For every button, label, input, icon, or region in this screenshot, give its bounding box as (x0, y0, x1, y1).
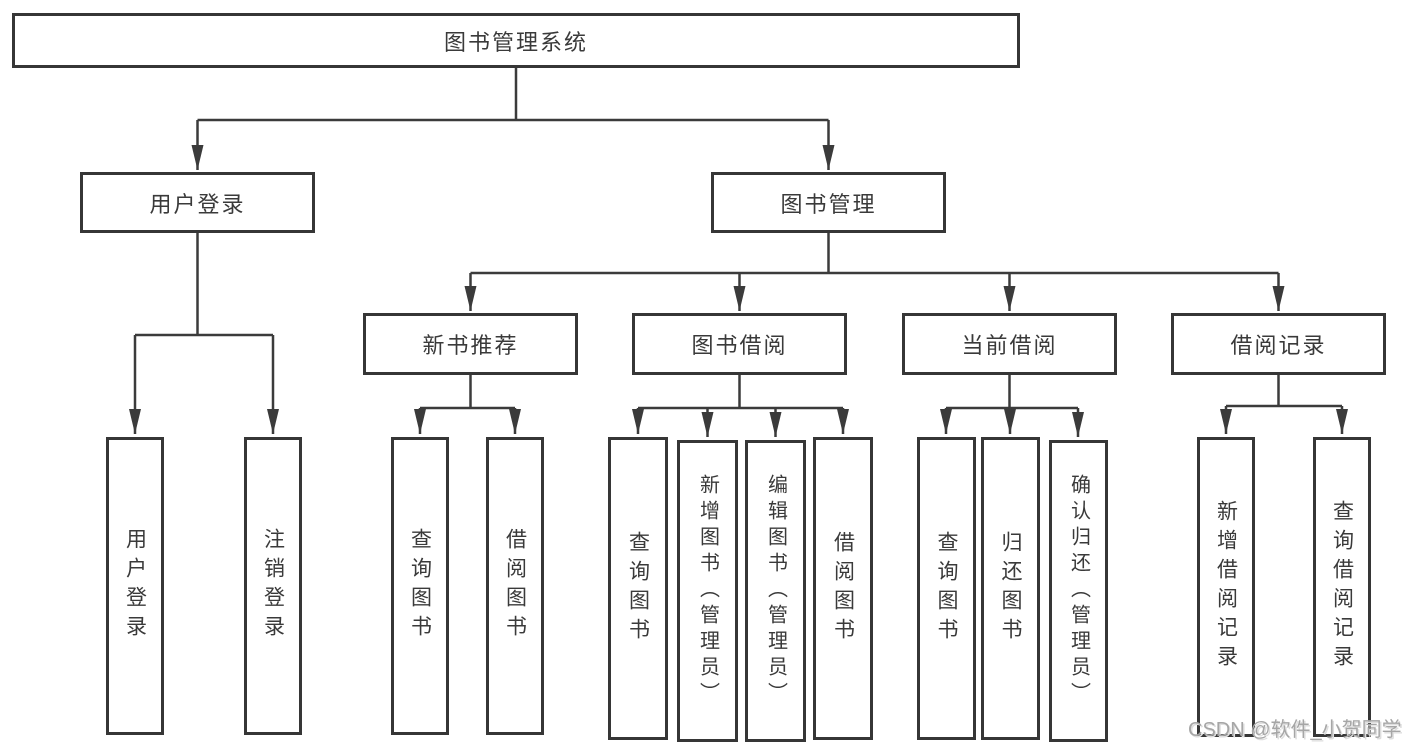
node-leaf-logout-label: 注销登录 (261, 528, 285, 644)
node-cb-query-label: 查询图书 (935, 530, 958, 647)
edge-current-borrow-bus (946, 375, 1078, 410)
node-leaf-logout: 注销登录 (244, 437, 302, 735)
node-nb-borrow-label: 借阅图书 (503, 528, 527, 644)
node-cb-confirm: 确认归还（管理员） (1049, 440, 1108, 742)
node-br-query-label: 查询借阅记录 (1330, 500, 1354, 674)
node-bb-borrow: 借阅图书 (813, 437, 873, 740)
node-new-book-rec-label: 新书推荐 (422, 333, 519, 358)
node-br-add-label: 新增借阅记录 (1214, 500, 1238, 674)
node-borrow-records-label: 借阅记录 (1230, 333, 1327, 358)
csdn-watermark: CSDN @软件_小贺同学 (1188, 719, 1402, 741)
edge-new-book-rec-bus (420, 375, 515, 410)
node-bb-edit-label: 编辑图书（管理员） (764, 474, 787, 708)
node-current-borrow: 当前借阅 (902, 313, 1117, 375)
node-cb-return-label: 归还图书 (999, 530, 1022, 647)
node-nb-borrow: 借阅图书 (486, 437, 544, 735)
node-br-query: 查询借阅记录 (1313, 437, 1371, 737)
node-cb-query: 查询图书 (917, 437, 976, 740)
node-root-label: 图书管理系统 (443, 29, 588, 55)
node-user-login: 用户登录 (80, 172, 315, 233)
node-bb-add-label: 新增图书（管理员） (696, 474, 719, 708)
node-bb-add: 新增图书（管理员） (677, 440, 738, 742)
node-bb-query-label: 查询图书 (626, 530, 650, 647)
node-bb-query: 查询图书 (608, 437, 668, 740)
node-leaf-user-login-label: 用户登录 (123, 528, 147, 644)
edge-book-mgmt-bus (470, 233, 1279, 275)
edge-borrow-records-bus (1226, 375, 1342, 408)
node-nb-query: 查询图书 (391, 437, 449, 735)
node-bb-borrow-label: 借阅图书 (831, 530, 855, 647)
node-root: 图书管理系统 (12, 13, 1020, 68)
node-br-add: 新增借阅记录 (1197, 437, 1255, 737)
node-book-borrow-label: 图书借阅 (691, 333, 788, 358)
node-book-mgmt-label: 图书管理 (780, 191, 877, 217)
edge-root-bus (197, 68, 829, 122)
edge-user-login-bus (135, 233, 273, 337)
node-leaf-user-login: 用户登录 (106, 437, 164, 735)
node-cb-confirm-label: 确认归还（管理员） (1067, 474, 1090, 708)
node-book-borrow: 图书借阅 (632, 313, 847, 375)
node-current-borrow-label: 当前借阅 (961, 333, 1058, 358)
node-borrow-records: 借阅记录 (1171, 313, 1386, 375)
edge-book-borrow-bus (638, 375, 843, 410)
node-nb-query-label: 查询图书 (408, 528, 432, 644)
node-bb-edit: 编辑图书（管理员） (745, 440, 806, 742)
node-user-login-label: 用户登录 (149, 191, 246, 217)
node-book-mgmt: 图书管理 (711, 172, 946, 233)
edge-arrow-drops (129, 120, 1348, 437)
node-cb-return: 归还图书 (981, 437, 1040, 740)
node-new-book-rec: 新书推荐 (363, 313, 578, 375)
